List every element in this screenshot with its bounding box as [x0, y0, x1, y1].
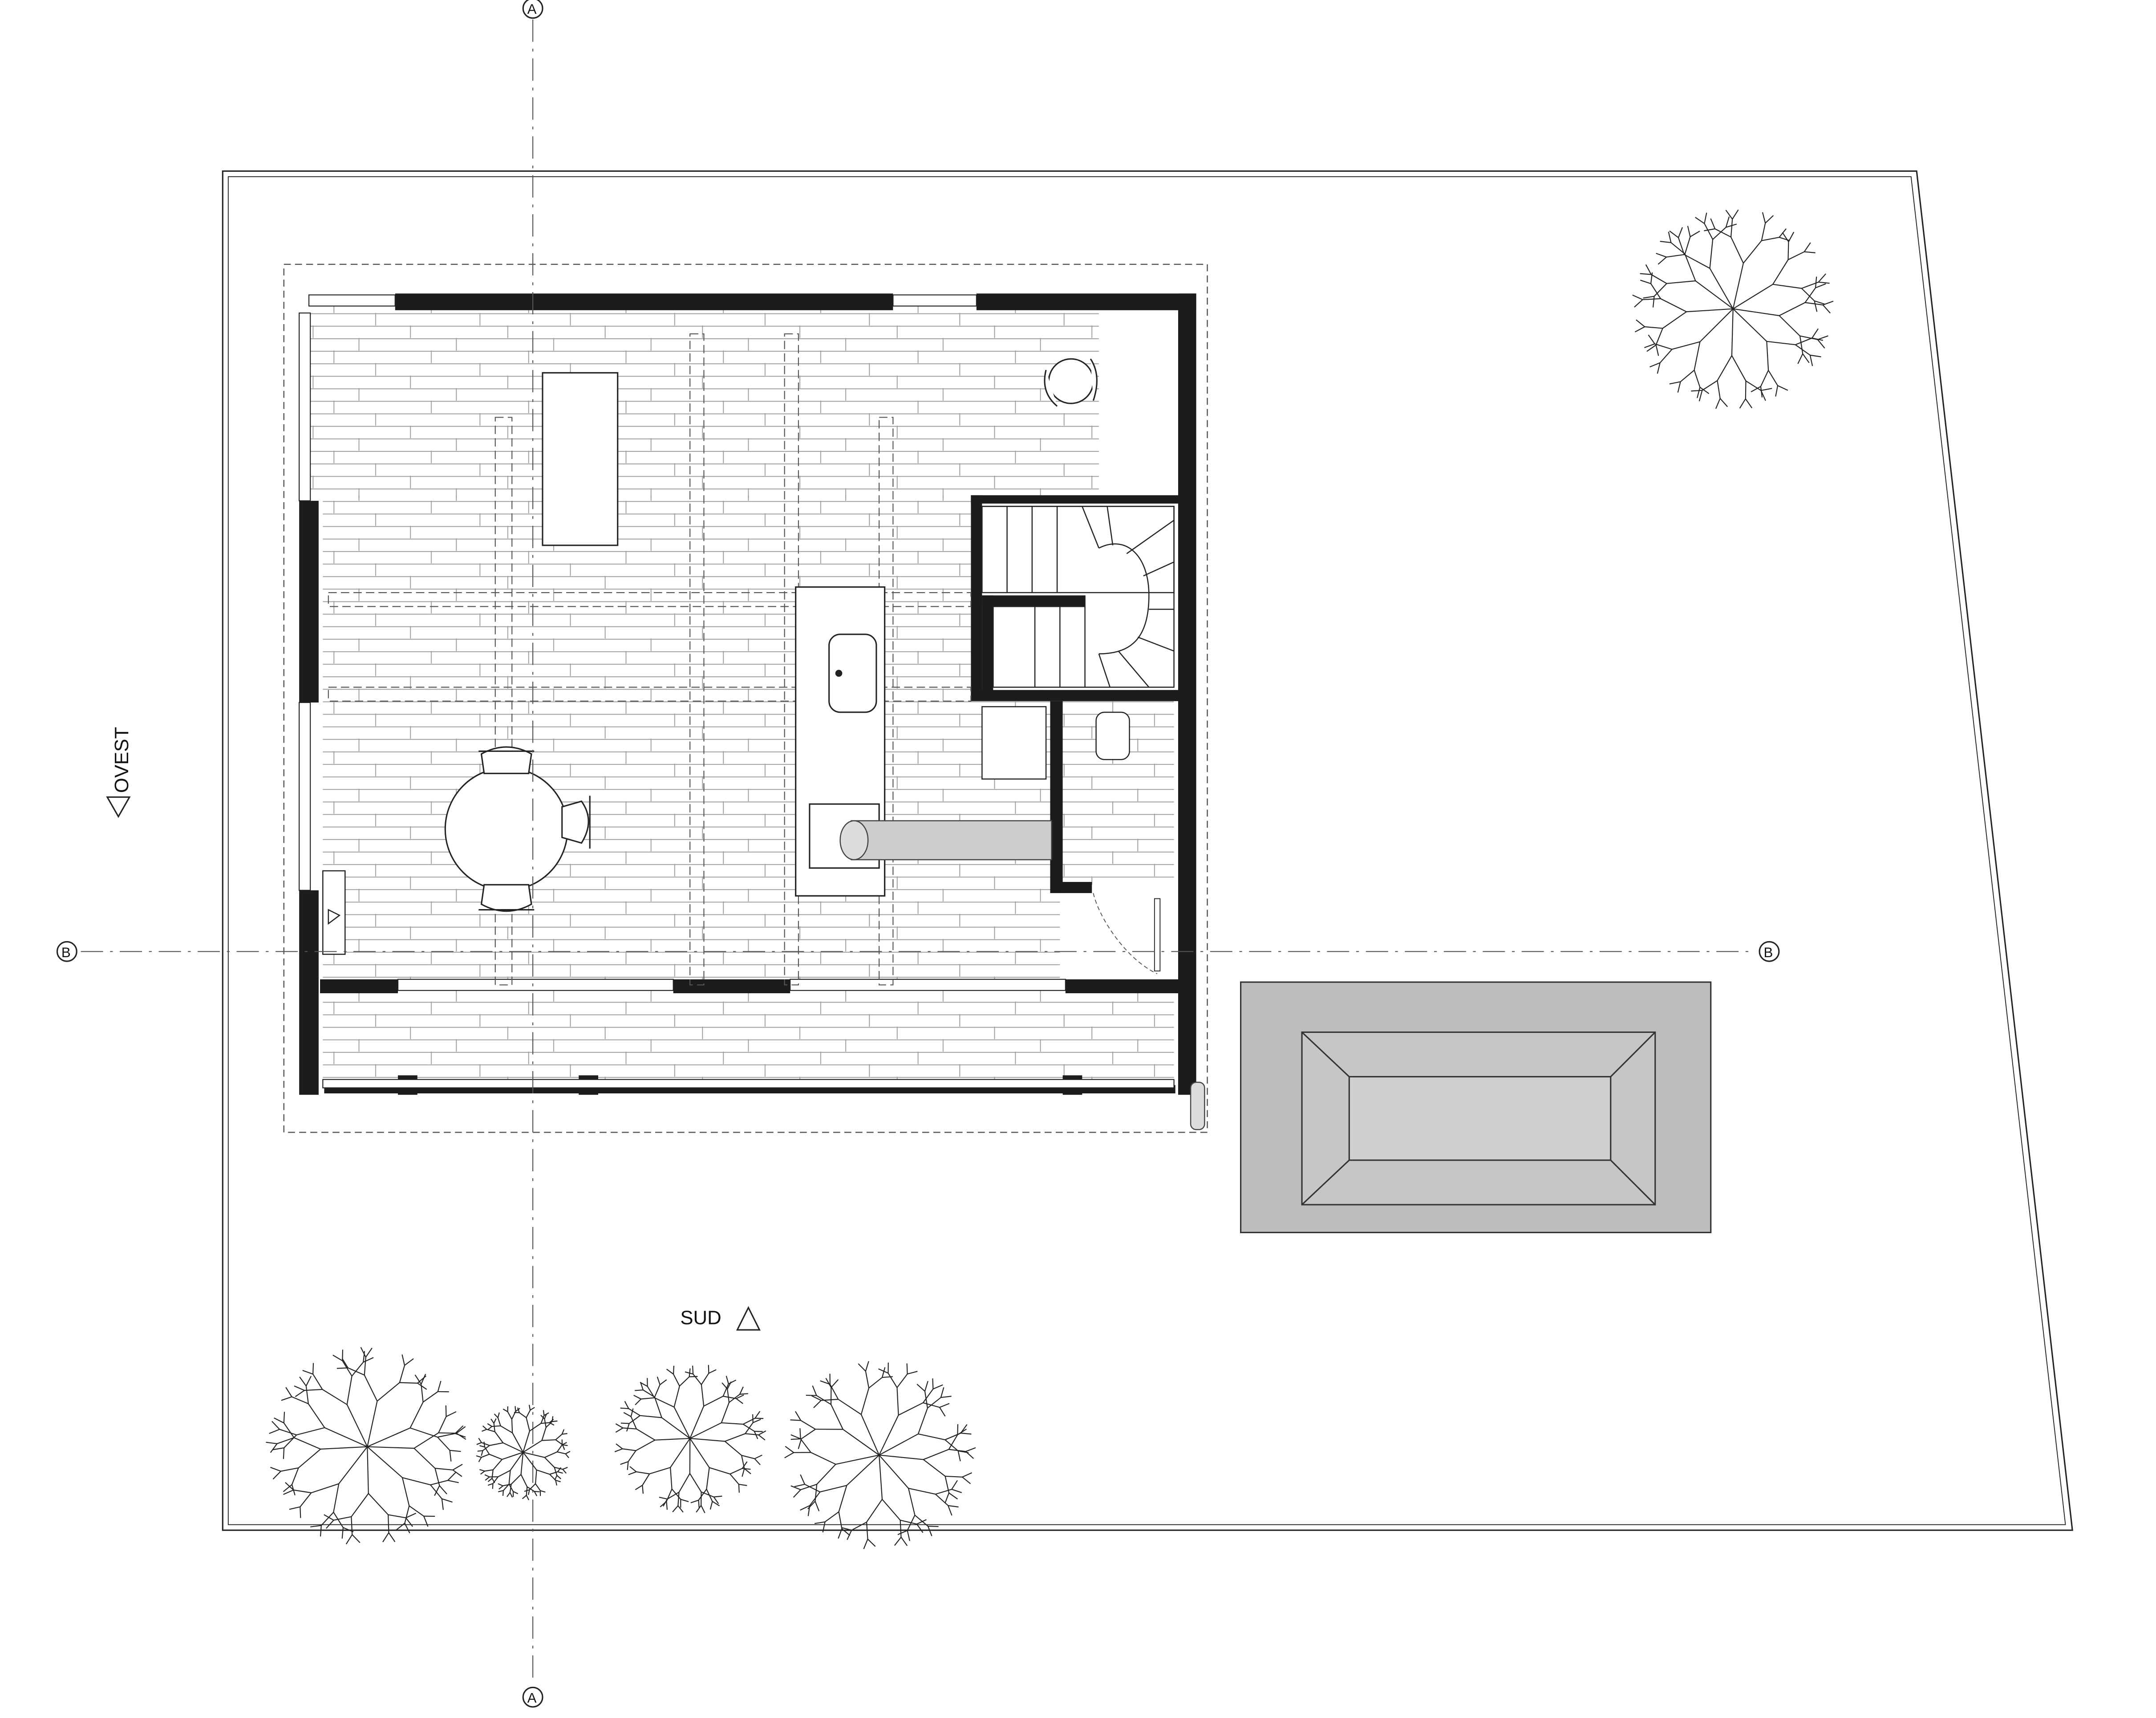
stair-wall-left	[971, 495, 982, 699]
svg-text:B: B	[61, 945, 71, 960]
svg-text:SUD: SUD	[680, 1307, 721, 1329]
chair-icon	[1044, 358, 1098, 407]
tree-icon	[614, 1365, 766, 1513]
stair-inner-wall	[982, 595, 1085, 607]
beams	[328, 333, 972, 986]
site-boundary	[222, 170, 2073, 1531]
floorboards	[303, 303, 1174, 1088]
north-triangle-icon	[328, 909, 341, 925]
north-wall-left	[395, 293, 893, 310]
trees	[266, 209, 1834, 1549]
bath-wall-bottom	[1050, 882, 1092, 894]
chair-icon	[478, 746, 535, 774]
section-marker-b-left: B	[56, 941, 77, 962]
flue-pipe	[839, 820, 1052, 861]
north-triangle-icon	[106, 796, 131, 818]
tree-icon	[266, 1347, 466, 1544]
stair-wall-bottom	[971, 690, 1180, 701]
kitchen-island	[795, 586, 886, 897]
svg-text:A: A	[527, 1, 537, 17]
section-marker-a-bottom: A	[522, 1686, 543, 1708]
chair-icon	[478, 884, 535, 912]
bath-door	[1154, 898, 1161, 971]
toilet-icon	[1095, 711, 1130, 760]
east-wall	[1178, 293, 1196, 1095]
tree-icon	[476, 1405, 571, 1500]
south-wall-left	[320, 979, 398, 994]
tree-icon	[784, 1361, 976, 1549]
west-wall-lower	[299, 890, 319, 1095]
vanity	[981, 706, 1047, 780]
stair-icon	[981, 506, 1175, 688]
section-lines	[81, 19, 1755, 1683]
sink-icon	[828, 634, 877, 713]
walls	[299, 293, 1196, 1095]
west-wall-upper	[299, 500, 319, 703]
north-triangle-icon	[736, 1306, 761, 1331]
west-label: OVEST	[106, 727, 133, 818]
svg-text:B: B	[1763, 945, 1773, 960]
bath-wall	[1050, 701, 1063, 894]
section-marker-a-top: A	[522, 0, 543, 19]
south-wall-right	[1065, 979, 1180, 994]
bench	[542, 372, 619, 546]
downpipe	[1190, 1081, 1205, 1130]
roof-outline	[283, 264, 1208, 1133]
chair-icon	[561, 796, 591, 849]
south-wall-mid	[673, 979, 790, 994]
svg-text:OVEST: OVEST	[111, 727, 133, 793]
pool	[1240, 981, 1712, 1234]
stair-wall-top	[971, 495, 1180, 504]
north-wall-right	[976, 293, 1196, 310]
door-swing	[1093, 893, 1158, 975]
windows	[299, 294, 1175, 1088]
dining-table	[444, 746, 591, 912]
section-marker-b-right: B	[1759, 941, 1780, 962]
tree-icon	[1632, 209, 1834, 409]
stair-inner-wall-v	[982, 595, 993, 693]
south-label: SUD	[680, 1306, 761, 1331]
svg-text:A: A	[527, 1690, 537, 1706]
